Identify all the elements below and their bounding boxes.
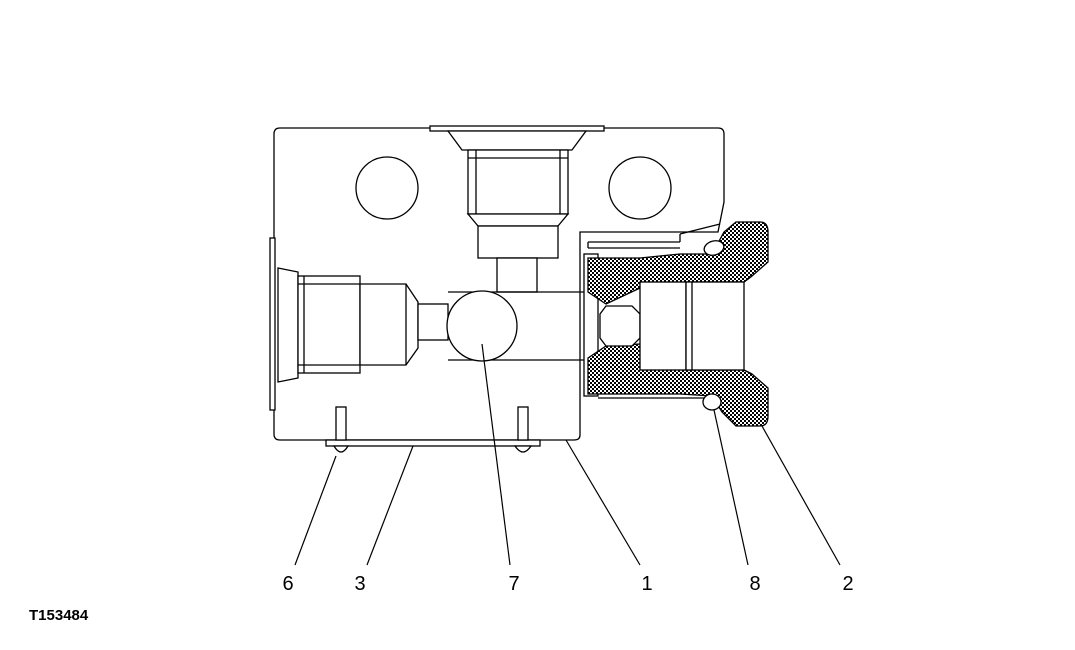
leader-line-7 — [481, 343, 511, 566]
right-pin — [513, 406, 533, 453]
leader-line-2 — [761, 425, 841, 566]
callout-1: 1 — [641, 573, 652, 595]
check-ball — [446, 290, 518, 362]
upper-o-ring — [703, 240, 725, 256]
bottom-plate — [325, 439, 541, 447]
leader-line-1 — [565, 439, 641, 566]
callout-6: 6 — [282, 573, 293, 595]
upper-left-bolt-hole — [355, 156, 419, 220]
callout-3: 3 — [354, 573, 365, 595]
left-pin — [332, 406, 350, 453]
callout-8: 8 — [749, 573, 760, 595]
plug-fitting — [583, 221, 769, 427]
leader-line-8 — [713, 409, 749, 566]
upper-right-bolt-hole — [608, 156, 672, 220]
callout-2: 2 — [842, 573, 853, 595]
leader-line-6 — [294, 455, 337, 566]
figure-id: T153484 — [29, 607, 89, 624]
callout-7: 7 — [508, 573, 519, 595]
lower-o-ring — [702, 393, 722, 411]
leader-line-3 — [366, 445, 414, 566]
top-port-flange — [429, 125, 605, 293]
left-port — [269, 237, 449, 411]
